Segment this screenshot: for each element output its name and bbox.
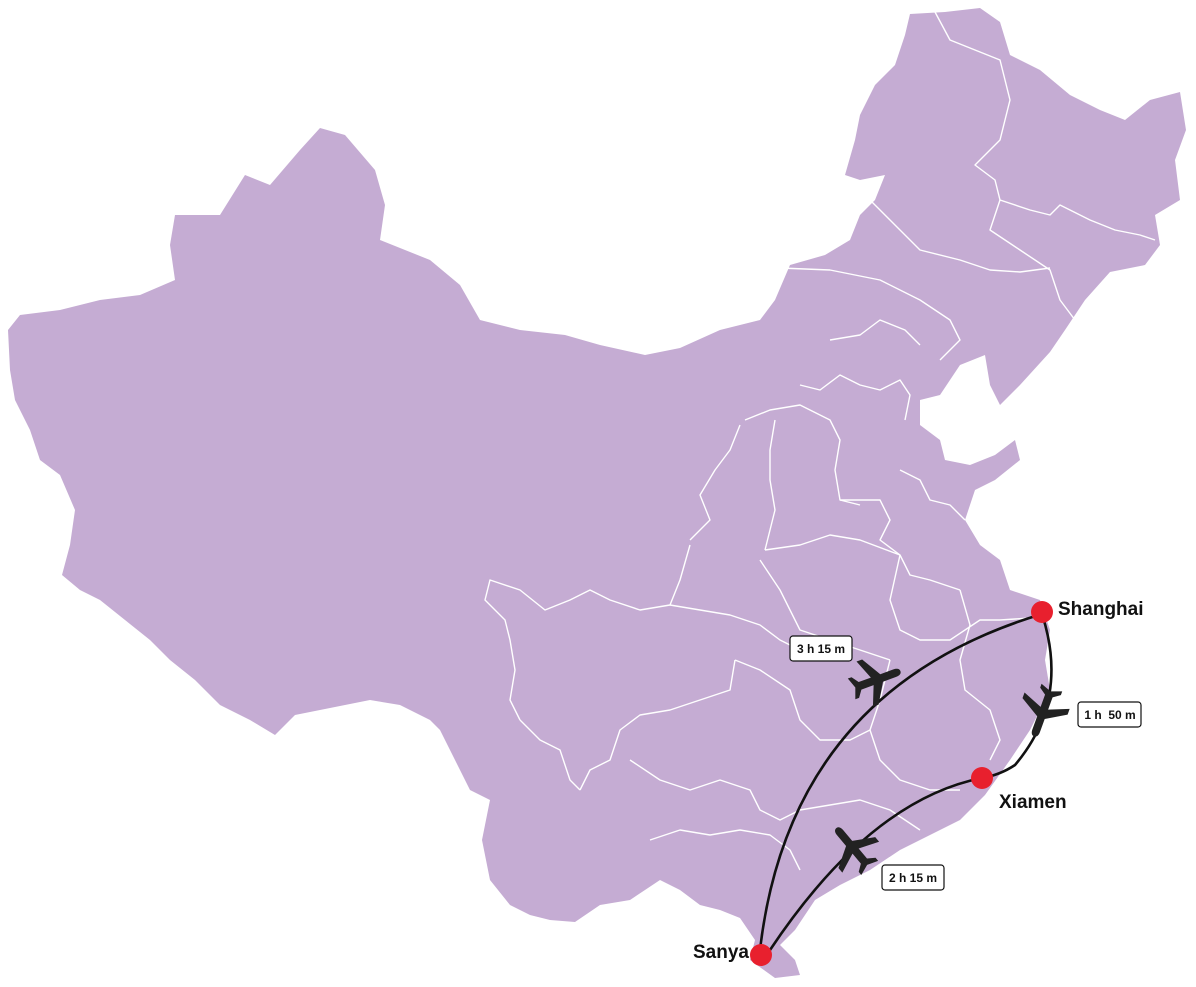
flight-routes [758,612,1053,951]
city-markers [750,601,1053,966]
duration-label: 3 h 15 m [797,642,845,656]
duration-badge-xiamen-sanya: 2 h 15 m [881,864,945,891]
province-borders [484,11,1156,871]
city-label-sanya: Sanya [693,942,749,963]
city-marker-xiamen[interactable] [971,767,993,789]
duration-badge-shanghai-sanya: 3 h 15 m [789,635,853,662]
china-landmass [8,8,1186,978]
route-shanghai-sanya [758,612,1043,951]
city-marker-sanya[interactable] [750,944,772,966]
duration-label: 1 h 50 m [1084,708,1135,722]
route-shanghai-xiamen [981,613,1053,780]
city-label-shanghai: Shanghai [1058,599,1144,620]
duration-badge-shanghai-xiamen: 1 h 50 m [1077,701,1142,728]
route-xiamen-sanya [768,776,983,951]
city-marker-shanghai[interactable] [1031,601,1053,623]
duration-label: 2 h 15 m [889,871,937,885]
city-label-xiamen: Xiamen [999,792,1067,813]
